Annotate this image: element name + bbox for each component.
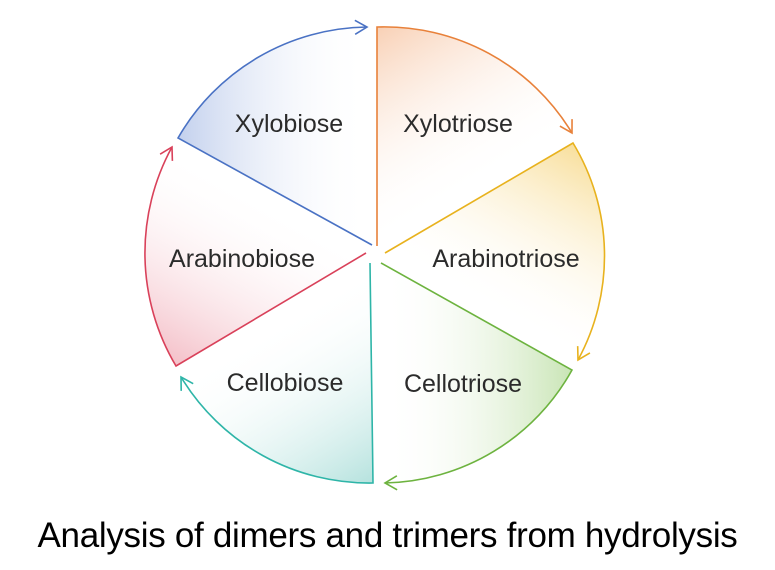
arrow-icon [354, 19, 369, 35]
label-xylobiose: Xylobiose [235, 110, 343, 138]
label-cellobiose: Cellobiose [227, 369, 344, 397]
cycle-diagram: Xylotriose Arabinotriose Cellotriose Cel… [144, 19, 606, 491]
segment-cellobiose [180, 262, 374, 484]
label-cellotriose: Cellotriose [404, 370, 522, 398]
arrow-icon [159, 145, 174, 161]
arrow-icon [383, 475, 398, 491]
label-arabinobiose: Arabinobiose [169, 245, 315, 273]
label-xylotriose: Xylotriose [403, 110, 513, 138]
segment-arabinotriose [384, 141, 606, 362]
segment-cellotriose [380, 262, 574, 491]
label-arabinotriose: Arabinotriose [432, 245, 579, 273]
figure-caption: Analysis of dimers and trimers from hydr… [37, 516, 738, 555]
arrow-icon [559, 119, 573, 135]
arrow-icon [180, 375, 194, 391]
arrow-icon [576, 346, 591, 362]
segment-arabinobiose [144, 145, 367, 368]
segment-xylotriose [376, 26, 573, 246]
segment-xylobiose [176, 19, 373, 246]
